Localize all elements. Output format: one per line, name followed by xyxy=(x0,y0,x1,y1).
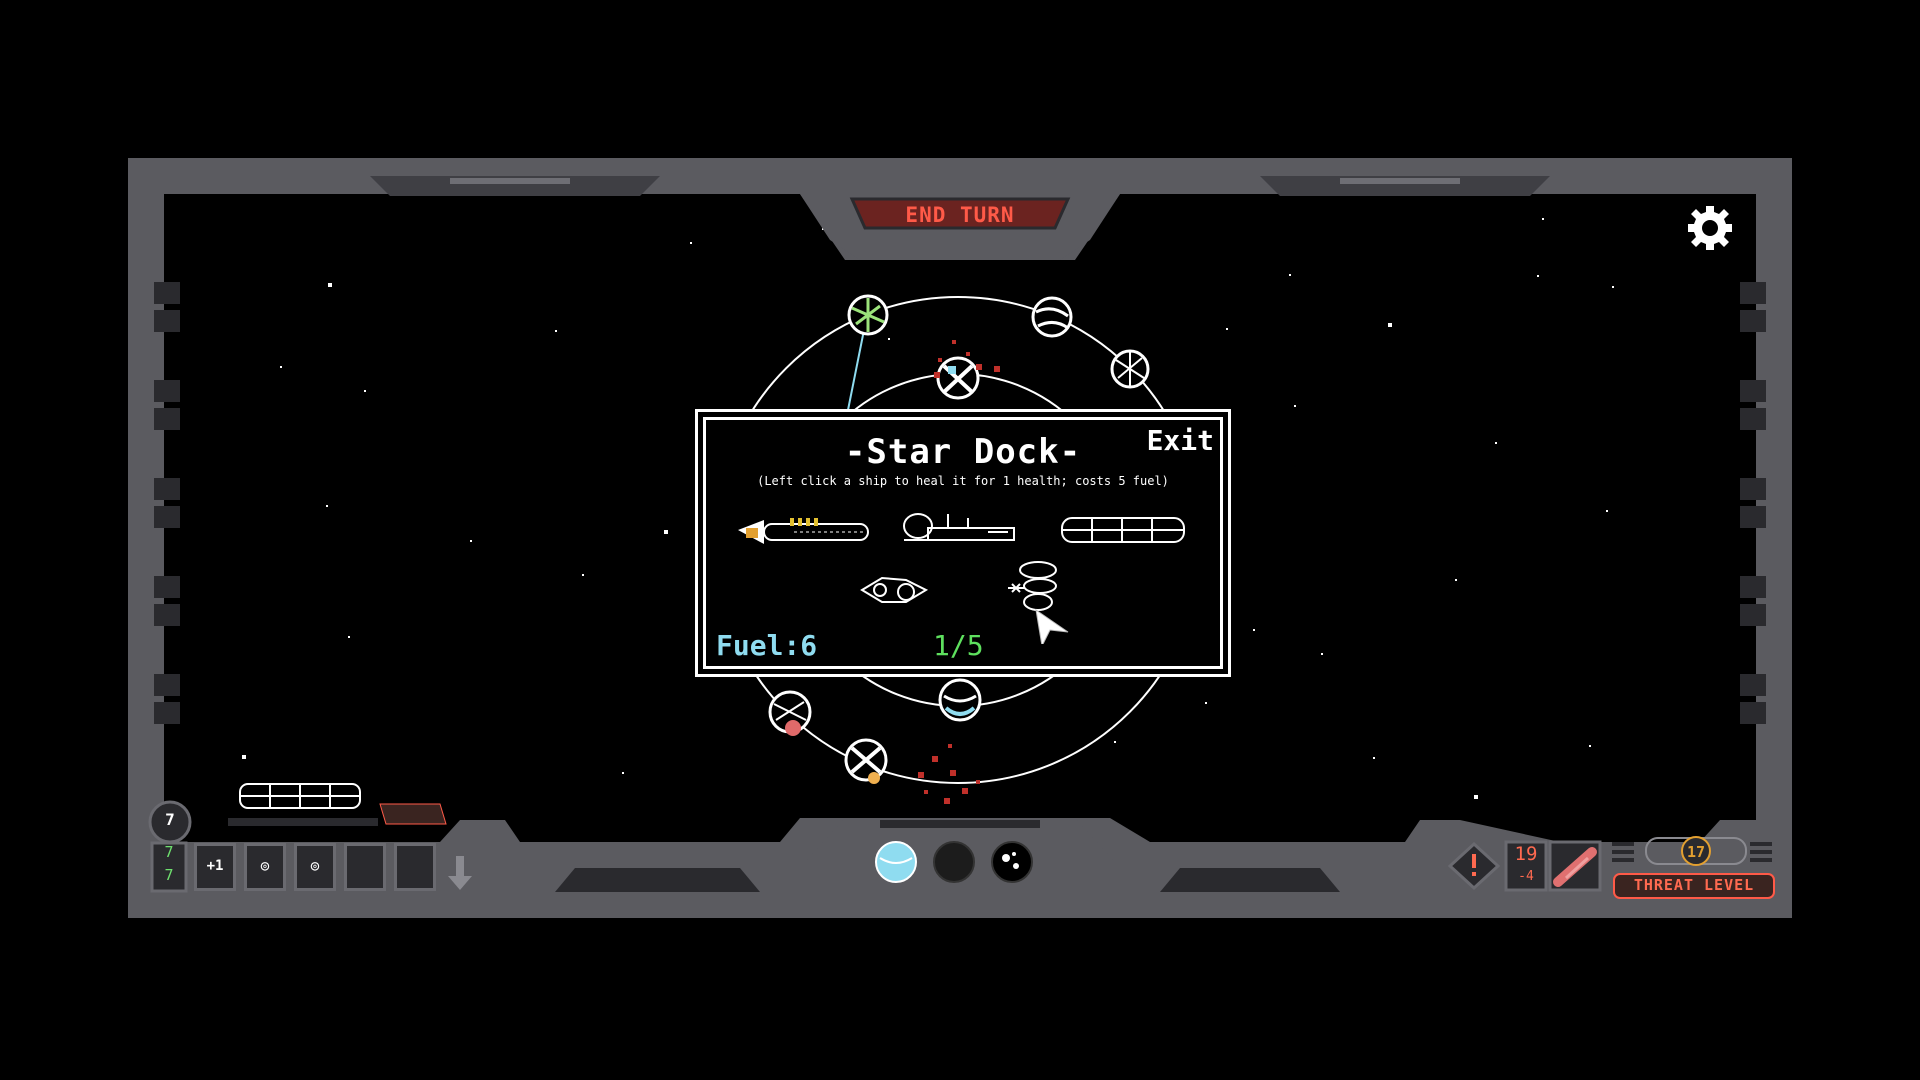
down-arrow-icon[interactable] xyxy=(448,856,472,890)
rocket-card-icon[interactable] xyxy=(1548,840,1602,892)
alert-icon[interactable] xyxy=(1447,841,1501,891)
star-dock-panel: -Star Dock- (Left click a ship to heal i… xyxy=(695,409,1231,677)
dock-ship-2[interactable] xyxy=(898,504,1018,554)
dock-ship-1[interactable] xyxy=(734,510,874,554)
dock-ship-3[interactable] xyxy=(1058,512,1188,552)
ability-slot-5[interactable] xyxy=(394,843,436,891)
dock-subtitle: (Left click a ship to heal it for 1 heal… xyxy=(757,474,1169,488)
starfield xyxy=(242,207,1614,799)
station-top[interactable] xyxy=(934,340,1000,400)
planet-1[interactable] xyxy=(847,294,889,336)
exit-button[interactable]: Exit xyxy=(1146,424,1214,457)
turn-number: 7 xyxy=(165,810,175,829)
resource-top: 7 xyxy=(164,843,174,861)
threat-value: 17 xyxy=(1686,843,1706,861)
ship-count-label: 1/5 xyxy=(933,629,984,662)
resource-box xyxy=(150,841,188,893)
link-beam xyxy=(847,319,867,411)
dock-title: -Star Dock- xyxy=(844,432,1082,472)
planet-bottom[interactable] xyxy=(938,678,982,722)
ability-slot-2[interactable]: ◎ xyxy=(244,843,286,891)
ability-slot-1[interactable]: +1 xyxy=(194,843,236,891)
counter-bottom: -4 xyxy=(1518,869,1534,884)
resource-bottom: 7 xyxy=(164,866,174,884)
counter-box xyxy=(1504,840,1548,892)
dock-ship-5[interactable] xyxy=(998,554,1078,648)
gear-icon[interactable] xyxy=(1686,204,1734,252)
planet-bottom-left[interactable] xyxy=(768,690,812,736)
fuel-label: Fuel:6 xyxy=(716,629,818,662)
threat-level-label: THREAT LEVEL xyxy=(1633,876,1755,894)
ability-slot-3[interactable]: ◎ xyxy=(294,843,336,891)
fleet-ship-icon[interactable] xyxy=(239,783,361,809)
threat-meter xyxy=(1645,836,1747,866)
planet-2[interactable] xyxy=(1031,296,1073,338)
station-bottom[interactable] xyxy=(844,738,980,804)
planet-3[interactable] xyxy=(1110,349,1150,389)
dock-ship-4[interactable] xyxy=(856,570,932,614)
hud-frame xyxy=(128,158,1792,918)
end-turn-button[interactable]: END TURN xyxy=(905,203,1015,227)
ability-slot-4[interactable] xyxy=(344,843,386,891)
counter-top: 19 xyxy=(1514,843,1538,865)
planet-selector[interactable] xyxy=(875,841,1033,883)
